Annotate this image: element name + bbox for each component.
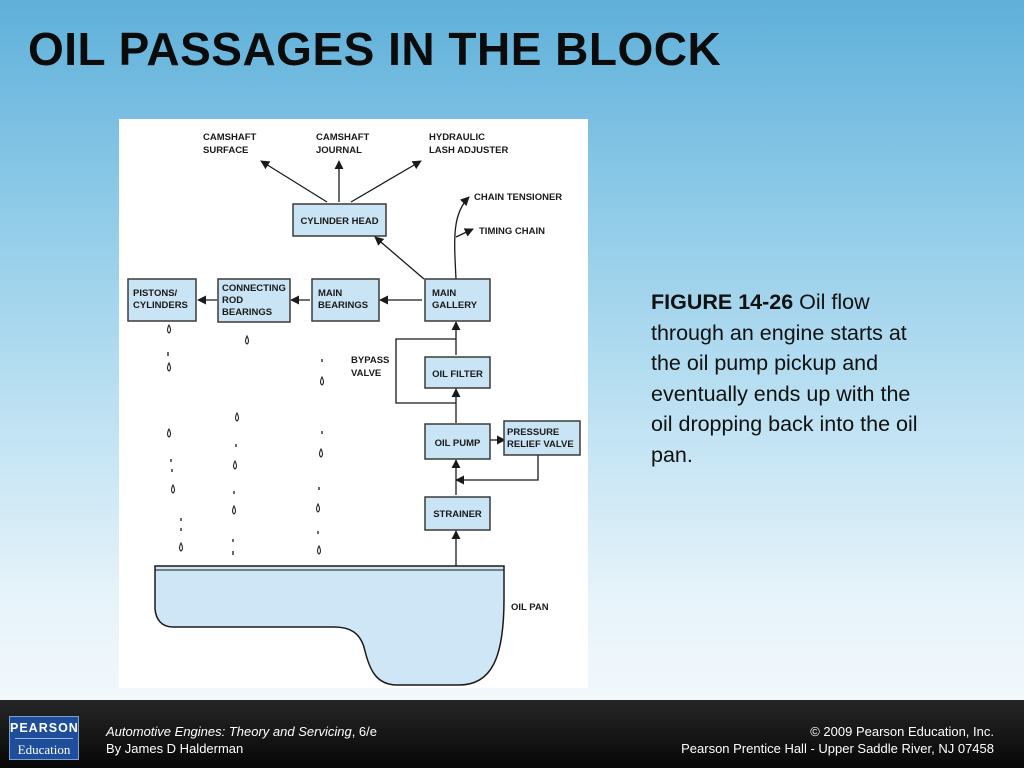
box-connecting-rod-bearings (217, 278, 291, 323)
box-pistons-cylinders (127, 278, 197, 322)
text-oil-filter: OIL FILTER (432, 369, 483, 380)
arrow-gallery-to-head (374, 236, 425, 280)
box-oil-filter (424, 356, 491, 389)
label-chain-tensioner: CHAIN TENSIONER (474, 192, 562, 203)
bypass-line (395, 338, 456, 404)
box-strainer (424, 496, 491, 531)
box-oil-pump (424, 423, 491, 460)
oil-pan (154, 565, 505, 686)
oil-drip-dashes (167, 352, 323, 555)
text-pistons-cylinders: PISTONS/CYLINDERS (133, 288, 188, 311)
text-oil-pump: OIL PUMP (435, 438, 481, 449)
box-main-gallery (424, 278, 491, 322)
figure-label: FIGURE 14-26 (651, 290, 794, 314)
footer-publisher-info: © 2009 Pearson Education, Inc. Pearson P… (681, 723, 994, 757)
label-oil-pan: OIL PAN (511, 602, 549, 613)
pearson-logo: PEARSON Education (9, 716, 79, 760)
figure-caption: FIGURE 14-26 Oil flow through an engine … (651, 287, 921, 470)
arrow-to-camshaft-surface (260, 160, 328, 203)
box-pressure-relief-valve (503, 420, 581, 456)
box-cylinder-head (292, 203, 387, 237)
logo-pearson-text: PEARSON (10, 721, 79, 735)
caption-text: Oil flow through an engine starts at the… (651, 290, 918, 467)
publisher-text: Pearson Prentice Hall - Upper Saddle Riv… (681, 741, 994, 756)
logo-divider (15, 738, 73, 739)
box-main-bearings (311, 278, 380, 322)
label-timing-chain: TIMING CHAIN (479, 226, 545, 237)
arrow-to-timing-chain (455, 228, 474, 238)
footer-bar (0, 700, 1024, 768)
text-strainer: STRAINER (433, 509, 482, 520)
arrow-to-chain-tensioner (454, 196, 470, 280)
oil-drops (166, 323, 325, 555)
book-edition: , 6/e (351, 724, 377, 739)
text-cylinder-head: CYLINDER HEAD (300, 216, 378, 227)
slide-title: OIL PASSAGES IN THE BLOCK (28, 23, 722, 75)
book-author: By James D Halderman (106, 741, 244, 756)
book-title: Automotive Engines: Theory and Servicing (106, 724, 352, 739)
copyright-text: © 2009 Pearson Education, Inc. (810, 724, 994, 739)
logo-education-text: Education (17, 742, 71, 757)
arrow-to-lash-adjuster (350, 160, 422, 203)
footer-book-info: Automotive Engines: Theory and Servicing… (106, 723, 377, 757)
